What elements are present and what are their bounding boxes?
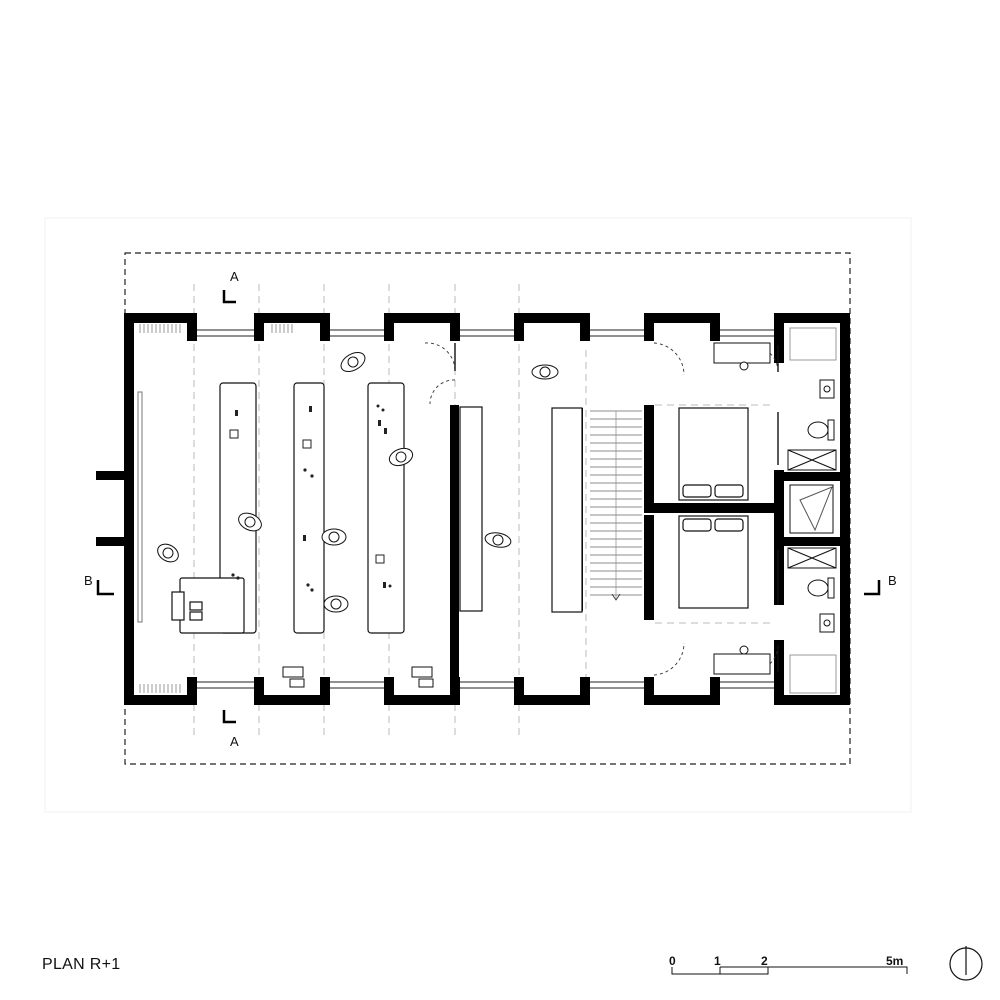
section-mark-a xyxy=(222,290,236,724)
section-b-label-right: B xyxy=(888,573,897,588)
paper-frame xyxy=(44,217,912,813)
lab-benches xyxy=(171,382,405,634)
scale-label-2: 2 xyxy=(761,954,768,968)
scale-bar xyxy=(671,966,908,975)
bench-equipment xyxy=(229,404,392,592)
desks xyxy=(282,666,434,688)
section-mark-b xyxy=(96,580,881,596)
scale-label-0: 0 xyxy=(669,954,676,968)
radiator-hatch xyxy=(139,324,293,693)
windows xyxy=(197,329,774,689)
scale-label-5m: 5m xyxy=(886,954,903,968)
corridor-cabinet xyxy=(459,406,483,612)
people-figures xyxy=(157,352,559,613)
bedroom-desks xyxy=(713,342,771,675)
stair-treads xyxy=(590,410,642,600)
section-a-label-bottom: A xyxy=(230,734,239,749)
section-a-label-top: A xyxy=(230,269,239,284)
plan-title: PLAN R+1 xyxy=(42,956,121,973)
scale-label-1: 1 xyxy=(714,954,721,968)
door-leaves xyxy=(454,343,779,672)
north-arrow-icon xyxy=(949,946,983,981)
stair-direction-arrow xyxy=(611,593,621,601)
section-b-label-left: B xyxy=(84,573,93,588)
bathroom-fixtures xyxy=(787,327,837,694)
wall-board xyxy=(137,391,143,623)
beds xyxy=(678,407,749,609)
stair-wall-block xyxy=(551,407,583,613)
